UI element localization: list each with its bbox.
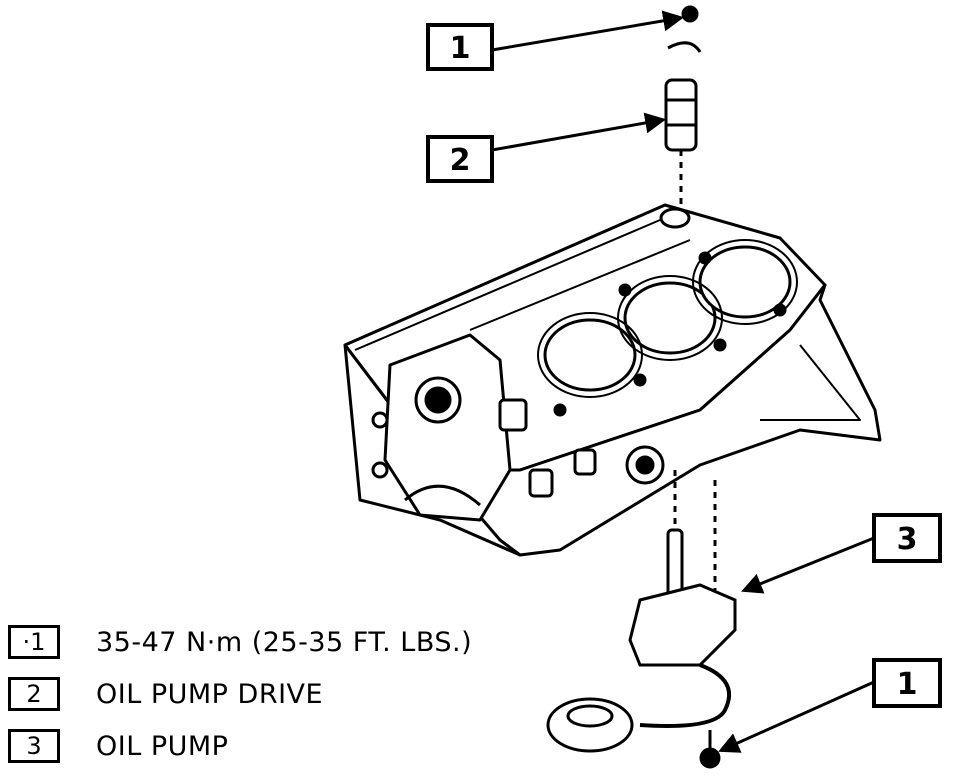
oil-pump (546, 470, 737, 769)
legend-key: 2 (8, 677, 60, 711)
callout-1-top: 1 (426, 23, 494, 71)
svg-text:3: 3 (897, 522, 918, 557)
legend-row-oil-pump-drive: 2 OIL PUMP DRIVE (8, 674, 608, 714)
callout-arrows (491, 10, 875, 753)
oil-pump-drive (659, 5, 702, 229)
legend-row-oil-pump: 3 OIL PUMP (8, 726, 608, 766)
legend-text: OIL PUMP (96, 730, 229, 762)
legend-text: OIL PUMP DRIVE (96, 678, 324, 710)
legend-text: 35-47 N·m (25-35 FT. LBS.) (96, 626, 473, 658)
callout-1-bottom: 1 (872, 658, 942, 708)
legend-key: 3 (8, 729, 60, 763)
callout-2: 2 (426, 135, 494, 183)
legend-key: ·1 (8, 625, 60, 659)
svg-text:2: 2 (450, 143, 471, 178)
engine-block (343, 203, 882, 557)
legend-row-torque: ·1 35-47 N·m (25-35 FT. LBS.) (8, 622, 608, 662)
svg-text:1: 1 (450, 31, 471, 66)
legend: ·1 35-47 N·m (25-35 FT. LBS.) 2 OIL PUMP… (8, 622, 608, 778)
callout-3: 3 (872, 513, 942, 563)
svg-text:1: 1 (897, 667, 918, 702)
